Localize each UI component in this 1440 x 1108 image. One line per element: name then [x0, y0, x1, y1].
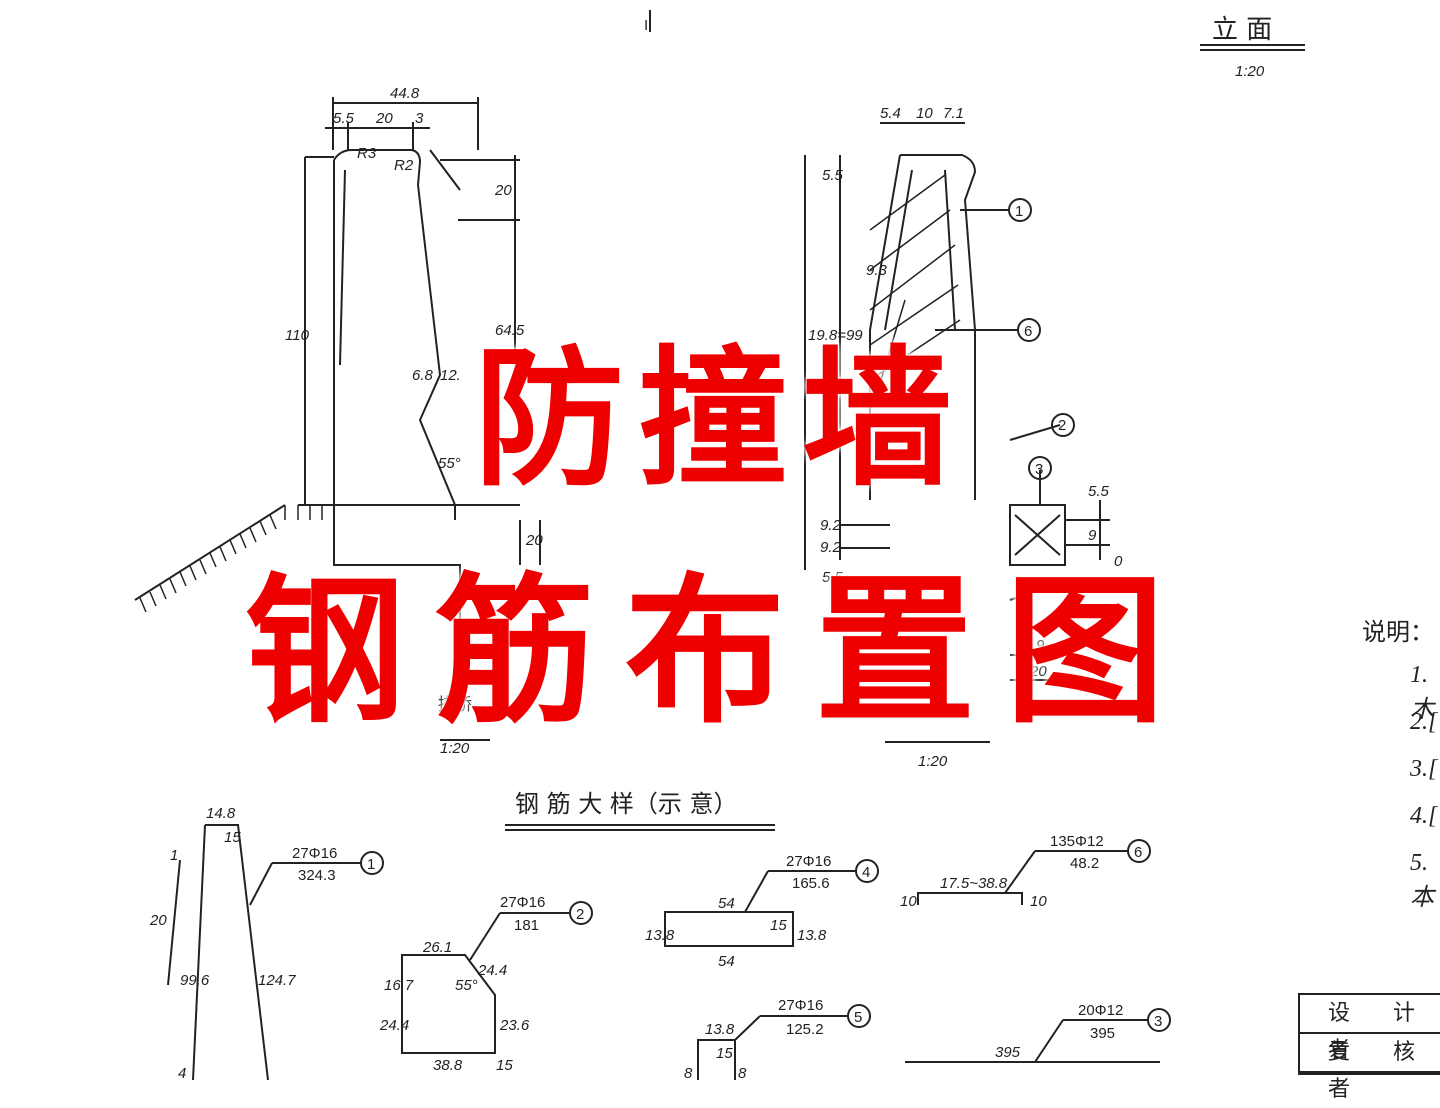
rebar-spec: 27Φ16 — [292, 845, 337, 862]
rebar-id: 1 — [367, 856, 375, 873]
left-dim: 64.5 — [495, 322, 525, 339]
right-dim: 0 — [1114, 553, 1123, 570]
right-dim: 9 — [1088, 527, 1097, 544]
rebar-dim: 14.8 — [206, 805, 236, 822]
rebar-dim: 8 — [738, 1065, 747, 1080]
rebar-spec: 135Φ12 — [1050, 833, 1104, 850]
elevation-title: 立 面 — [1212, 15, 1272, 45]
rebar-dim: 99.6 — [180, 972, 210, 989]
rebar-id: 5 — [854, 1009, 862, 1026]
note-item: 2.[ — [1410, 709, 1438, 735]
left-dim: 3 — [415, 110, 424, 127]
left-dim: 20 — [525, 532, 543, 549]
right-dim: 9.3 — [866, 262, 888, 279]
note-item: 1.木 — [1410, 662, 1434, 723]
right-dim: 7.1 — [943, 105, 964, 122]
marker-1: 1 — [1015, 203, 1023, 220]
marker-2: 2 — [1058, 417, 1066, 434]
banner-title-line1: 防撞墙 — [473, 333, 966, 507]
left-scale: 1:20 — [440, 740, 470, 757]
left-dim: 6.8 — [412, 367, 434, 384]
rebar-dim: 4 — [178, 1065, 186, 1080]
rebar-dim: 395 — [995, 1044, 1021, 1061]
rebar-spec: 27Φ16 — [778, 997, 823, 1014]
left-dim: 12. — [440, 367, 461, 384]
rebar-dim: 17.5~38.8 — [940, 875, 1008, 892]
right-dim: 9.2 — [820, 517, 842, 534]
rebar-id: 6 — [1134, 844, 1142, 861]
rebar-id: 4 — [862, 864, 870, 881]
signature-designer: 设 计 者 — [1300, 995, 1440, 1063]
rebar-length: 181 — [514, 917, 539, 934]
right-dim: 5.5 — [822, 569, 844, 586]
rebar-dim: 13.8 — [645, 927, 675, 944]
left-dim: 5.5 — [333, 110, 355, 127]
rebar-dim: 20 — [149, 912, 167, 929]
rebar-dim: 26.1 — [422, 939, 452, 956]
rebar-detail-title: 钢 筋 大 样（示 意） — [515, 790, 738, 818]
left-dim: 20 — [494, 182, 512, 199]
rebar-spec: 20Φ12 — [1078, 1002, 1123, 1019]
rebar-id: 3 — [1154, 1013, 1162, 1030]
rebar-dim: 13.8 — [797, 927, 827, 944]
rebar-dim: 16.7 — [384, 977, 414, 994]
rebar-dim: 13.8 — [705, 1021, 735, 1038]
note-item: 5.本 — [1410, 850, 1434, 911]
left-dim: R3 — [357, 145, 377, 162]
rebar-dim: 15 — [716, 1045, 733, 1062]
rebar-dim: 38.8 — [433, 1057, 463, 1074]
right-dim: 19.8=99 — [808, 327, 863, 344]
marker-3: 3 — [1035, 461, 1043, 478]
rebar-dim: 54 — [718, 895, 735, 912]
rebar-id: 2 — [576, 906, 584, 923]
right-dim: 20 — [1029, 663, 1047, 680]
right-dim: 9 — [1036, 637, 1045, 654]
right-dim: 9.2 — [820, 539, 842, 556]
rebar-spec: 27Φ16 — [500, 894, 545, 911]
left-label-fragment: 描桥 — [438, 695, 472, 715]
left-dim: 110 — [285, 327, 310, 344]
rebar-dim: 1 — [170, 847, 178, 864]
rebar-length: 324.3 — [298, 867, 336, 884]
rebar-spec: 27Φ16 — [786, 853, 831, 870]
top-mark: I — [644, 17, 648, 34]
rebar-drawing: I 立 面 1:20 44.8 5.5 20 3 R3 R2 20 110 64… — [134, 10, 1305, 1080]
rebar-dim: 24.4 — [477, 962, 507, 979]
left-dim: 55° — [438, 455, 461, 472]
left-dim: R2 — [394, 157, 414, 174]
note-item: 4.[ — [1410, 803, 1438, 829]
rebar-dim: 54 — [718, 953, 735, 970]
right-scale: 1:20 — [918, 753, 948, 770]
right-dim: 5.4 — [880, 105, 901, 122]
rebar-length: 125.2 — [786, 1021, 824, 1038]
right-dim: 5.5 — [822, 167, 844, 184]
elevation-scale: 1:20 — [1235, 63, 1265, 80]
rebar-length: 395 — [1090, 1025, 1115, 1042]
rebar-dim: 15 — [224, 829, 241, 846]
left-dim: 20 — [375, 110, 393, 127]
signature-table: 设 计 者 复 核 者 — [1298, 993, 1440, 1102]
right-dim: 10 — [916, 105, 933, 122]
rebar-dim: 24.4 — [379, 1017, 409, 1034]
rebar-dim: 15 — [496, 1057, 513, 1074]
rebar-dim: 10 — [900, 893, 917, 910]
rebar-dim: 23.6 — [499, 1017, 530, 1034]
right-dim: 5 — [1018, 577, 1027, 594]
rebar-dim: 15 — [770, 917, 787, 934]
rebar-dim: 8 — [684, 1065, 693, 1080]
rebar-length: 165.6 — [792, 875, 830, 892]
left-dim: 44.8 — [390, 85, 420, 102]
notes-heading: 说明： — [1362, 618, 1434, 646]
rebar-dim: 10 — [1030, 893, 1047, 910]
rebar-length: 48.2 — [1070, 855, 1099, 872]
rebar-dim: 55° — [455, 977, 478, 994]
signature-checker: 复 核 者 — [1300, 1034, 1440, 1102]
note-item: 3.[ — [1410, 756, 1438, 782]
rebar-dim: 124.7 — [258, 972, 296, 989]
banner-title-line2: 钢筋布置图 — [244, 558, 1195, 745]
right-dim: 5.5 — [1088, 483, 1110, 500]
marker-6: 6 — [1024, 323, 1032, 340]
